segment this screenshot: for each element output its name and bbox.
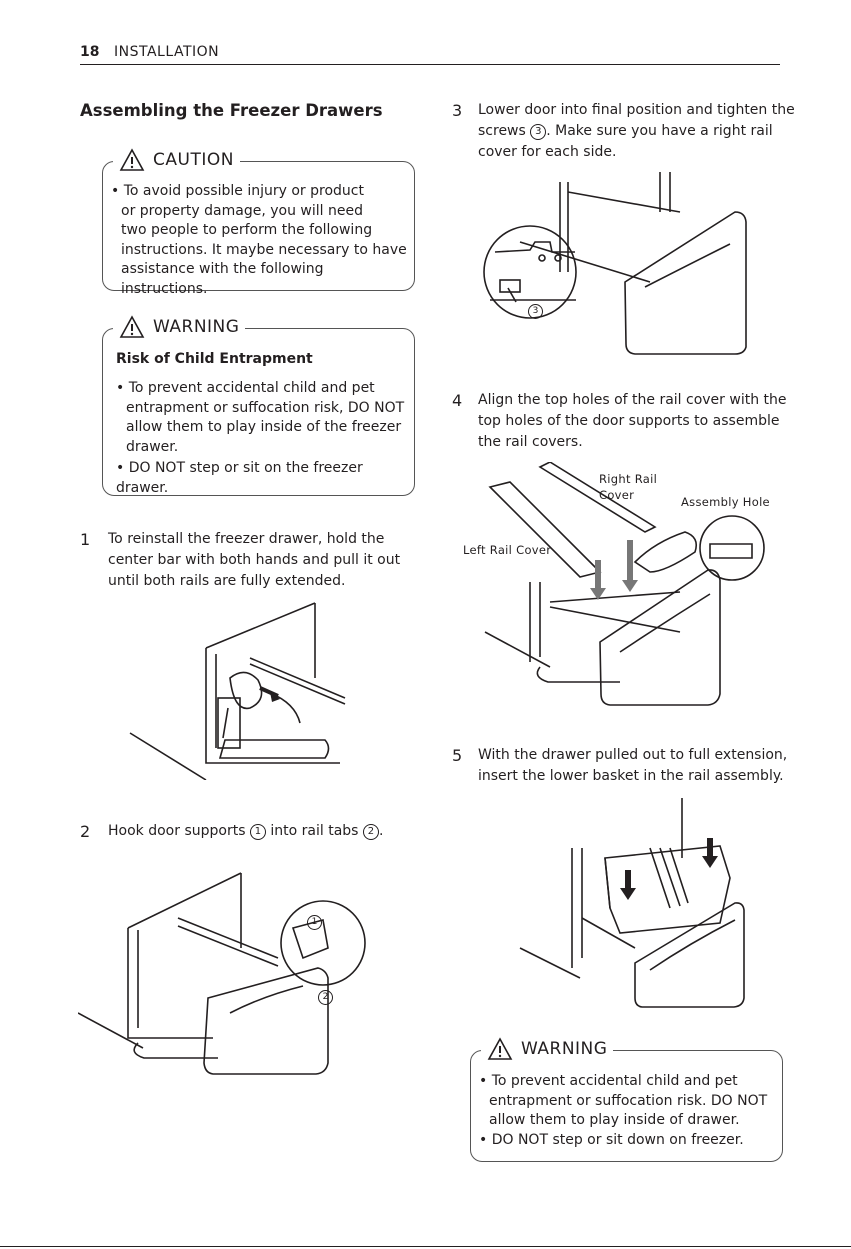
warning-line: entrapment or suffocation risk, DO NOT xyxy=(126,399,405,416)
step-2-text-part: . xyxy=(378,823,384,839)
warning-line: entrapment or suffocation risk. DO NOT xyxy=(489,1092,768,1109)
step-3-line: cover for each side. xyxy=(478,144,617,160)
callout-marker: 3 xyxy=(530,124,547,140)
warning-header: WARNING xyxy=(481,1037,614,1061)
warning-subtitle: Risk of Child Entrapment xyxy=(116,351,313,367)
figure-callout-2: 2 xyxy=(318,990,333,1005)
figure-step3-lower-door xyxy=(483,172,747,355)
caution-box: CAUTION • To avoid possible injury or pr… xyxy=(102,148,415,297)
warning-line: • DO NOT step or sit on the freezer draw… xyxy=(116,460,363,496)
warning-header: WARNING xyxy=(113,315,246,339)
caution-line: instructions. It maybe necessary to have xyxy=(121,241,407,258)
step-2-text: Hook door supports 1 into rail tabs 2. xyxy=(108,821,383,842)
step-5-text: With the drawer pulled out to full exten… xyxy=(478,745,787,787)
step-1-line: center bar with both hands and pull it o… xyxy=(108,552,401,568)
step-4-line: top holes of the door supports to assemb… xyxy=(478,413,780,429)
step-4-number: 4 xyxy=(452,391,463,410)
warning-line: • To prevent accidental child and pet xyxy=(116,380,375,396)
warning-triangle-icon xyxy=(119,315,145,338)
label-left-rail-cover: Left Rail Cover xyxy=(463,543,552,557)
step-4-text: Align the top holes of the rail cover wi… xyxy=(478,390,787,453)
step-3-text: Lower door into final position and tight… xyxy=(478,100,795,163)
step-2-text-part: into rail tabs xyxy=(270,823,359,839)
step-1-text: To reinstall the freezer drawer, hold th… xyxy=(108,529,400,592)
figure-step5-insert-basket xyxy=(519,798,745,1008)
step-1-line: until both rails are fully extended. xyxy=(108,573,346,589)
caution-line: • To avoid possible injury or product xyxy=(111,183,364,199)
caution-header: CAUTION xyxy=(113,148,240,172)
figure-step4-rail-covers xyxy=(484,462,765,706)
step-2-text-part: Hook door supports xyxy=(108,823,246,839)
callout-marker: 1 xyxy=(249,824,266,840)
footer-divider xyxy=(0,1246,851,1247)
step-3-text-part: . Make sure you have a right rail xyxy=(546,123,773,139)
step-5-line: With the drawer pulled out to full exten… xyxy=(478,747,788,763)
step-3-line: Lower door into final position and tight… xyxy=(478,102,795,118)
warning-box-drawer: WARNING • To prevent accidental child an… xyxy=(470,1037,783,1162)
warning-line: • To prevent accidental child and pet xyxy=(479,1073,738,1089)
caution-line: assistance with the following instructio… xyxy=(121,261,324,297)
warning-line: drawer. xyxy=(126,438,179,455)
label-line: Right Rail xyxy=(599,472,658,486)
warning-triangle-icon xyxy=(487,1037,513,1060)
warning-line: allow them to play inside of drawer. xyxy=(489,1112,740,1128)
page-header: 18 INSTALLATION xyxy=(80,44,780,65)
caution-line: two people to perform the following xyxy=(121,222,373,238)
step-4-line: the rail covers. xyxy=(478,434,583,450)
warning-triangle-icon xyxy=(119,148,145,171)
callout-marker: 2 xyxy=(362,824,379,840)
label-right-rail-cover: Right Rail Cover xyxy=(599,471,657,503)
caution-line: or property damage, you will need xyxy=(121,202,363,219)
caution-label: CAUTION xyxy=(153,150,234,170)
warning-line: • DO NOT step or sit down on freezer. xyxy=(479,1131,744,1148)
step-3-text-part: screws xyxy=(478,123,526,139)
page-number: 18 xyxy=(80,44,100,60)
step-5-line: insert the lower basket in the rail asse… xyxy=(478,768,784,784)
step-2-number: 2 xyxy=(80,822,91,841)
step-4-line: Align the top holes of the rail cover wi… xyxy=(478,392,787,408)
figure-callout-3: 3 xyxy=(528,304,543,319)
warning-label: WARNING xyxy=(153,317,240,337)
step-3-number: 3 xyxy=(452,101,463,120)
step-1-number: 1 xyxy=(80,530,91,549)
page-title: Assembling the Freezer Drawers xyxy=(80,101,383,120)
label-assembly-hole: Assembly Hole xyxy=(681,495,770,509)
figure-step2-hook-supports xyxy=(78,872,366,1075)
section-title: INSTALLATION xyxy=(114,44,220,60)
warning-box-child-entrapment: WARNING Risk of Child Entrapment • To pr… xyxy=(102,315,415,496)
step-1-line: To reinstall the freezer drawer, hold th… xyxy=(108,531,385,547)
figure-step1-pull-drawer xyxy=(129,602,346,780)
warning-line: allow them to play inside of the freezer xyxy=(126,419,402,435)
label-line: Cover xyxy=(599,488,635,502)
warning-label: WARNING xyxy=(521,1039,608,1059)
step-5-number: 5 xyxy=(452,746,463,765)
figure-callout-1: 1 xyxy=(307,915,322,930)
